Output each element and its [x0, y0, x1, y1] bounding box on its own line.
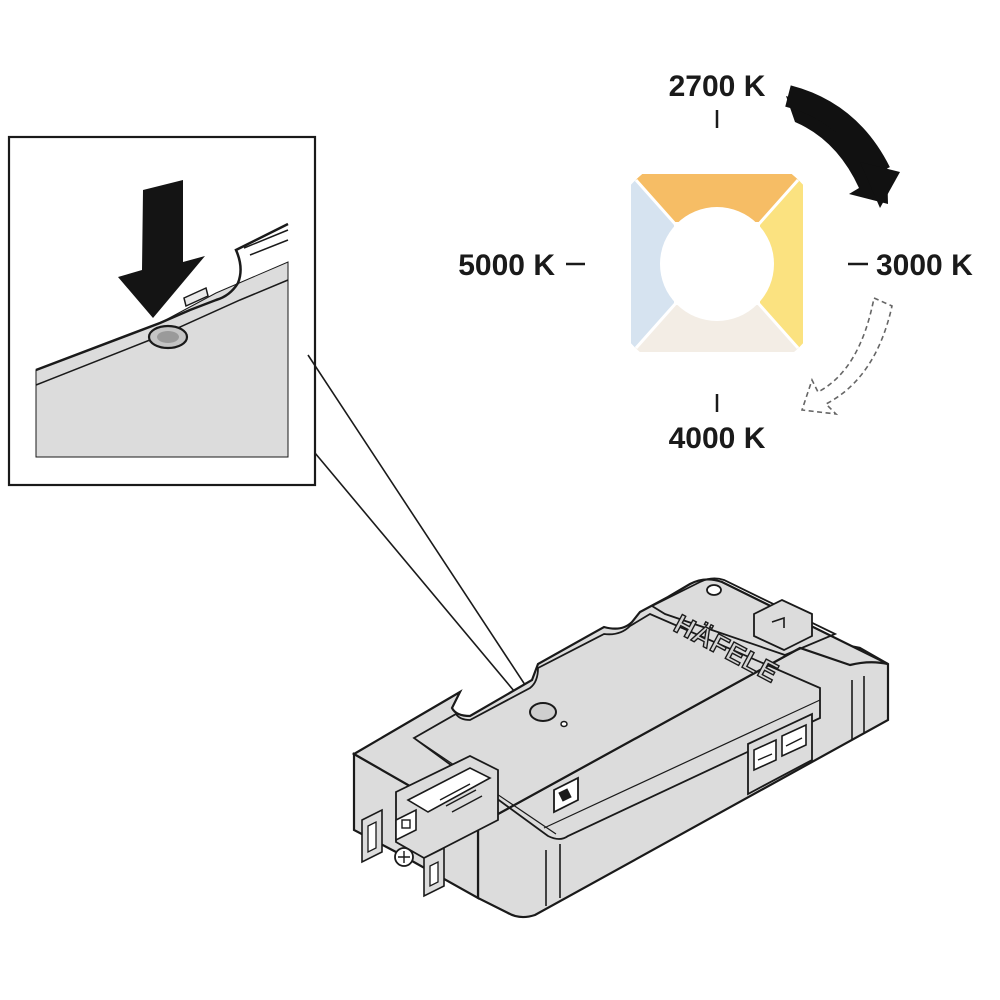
mount-hole: [706, 584, 722, 596]
callout-lines: [307, 354, 536, 711]
segment-4000k: [631, 305, 803, 352]
segment-5000k: [631, 174, 674, 352]
connector-top: [406, 767, 492, 813]
led-driver-device: HÄFELE: [351, 577, 890, 919]
dip-switch-lever: [558, 788, 572, 802]
rotation-arrow-head: [860, 162, 900, 208]
wheel-ticks: [566, 110, 868, 412]
device-plate: [412, 612, 821, 840]
input-connector: [361, 754, 499, 898]
socket-2: [781, 723, 807, 758]
label-2700k: 2700 K: [669, 70, 766, 103]
label-3000k: 3000 K: [876, 249, 973, 282]
wheel-hole: [660, 207, 774, 321]
socket-1: [753, 738, 777, 772]
color-temperature-wheel: [560, 140, 880, 395]
clip-mark: [771, 616, 785, 628]
next-step-arrow-icon: [800, 296, 893, 416]
label-5000k: 5000 K: [458, 249, 555, 282]
segment-3000k: [760, 174, 803, 352]
rotation-arrow-body: [785, 85, 890, 178]
inset-rim: [243, 229, 289, 256]
output-sockets: [747, 712, 813, 796]
detail-inset: [7, 135, 317, 487]
inset-slot: [183, 286, 209, 308]
side-ribs: [545, 676, 865, 906]
device-led: [560, 720, 568, 728]
push-button-top: [157, 331, 179, 343]
device-push-button: [529, 702, 557, 722]
label-4000k: 4000 K: [669, 422, 766, 455]
inset-edge: [35, 222, 289, 372]
inset-edge-inner: [35, 279, 289, 386]
press-arrow-icon: [118, 180, 205, 318]
inset-frame: [7, 135, 317, 487]
device-housing: [650, 577, 838, 656]
clip-housing: [753, 599, 813, 651]
segment-2700k: [631, 174, 803, 222]
rotation-arrow-icon: [786, 96, 888, 204]
device-top: [351, 578, 889, 827]
